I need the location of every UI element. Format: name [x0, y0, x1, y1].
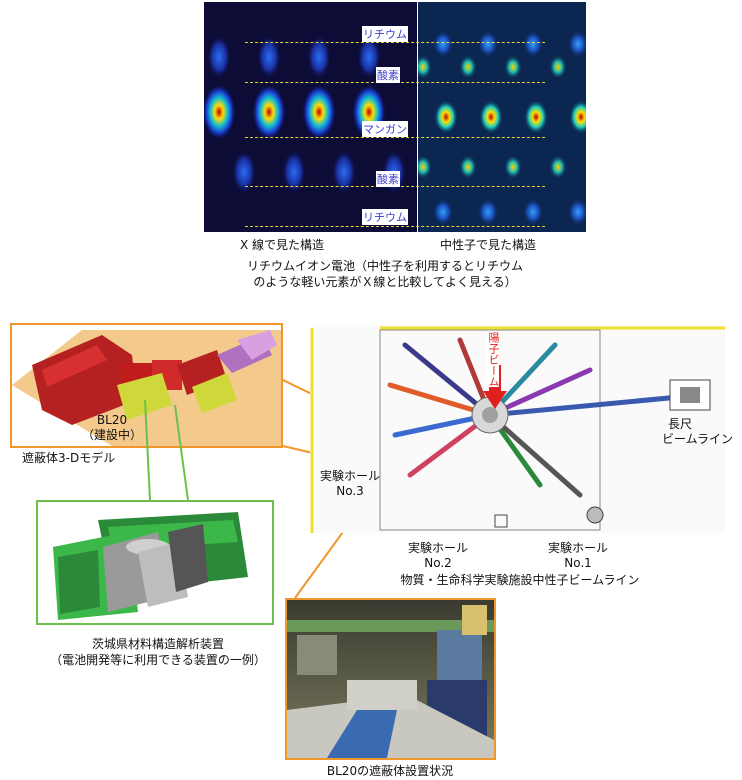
xray-caption: X 線で見た構造	[240, 238, 325, 252]
facility-caption: 物質・生命科学実験施設中性子ビームライン	[400, 573, 640, 587]
dashed-line-lithium-bottom	[245, 226, 545, 227]
long-beamline-label-line2: ビームライン	[661, 432, 734, 446]
hall3-label-line2: No.3	[336, 484, 364, 498]
hall3-label-line1: 実験ホール	[319, 469, 380, 483]
hall2-label-line1: 実験ホール	[407, 541, 468, 555]
neutron-caption: 中性子で見た構造	[440, 238, 537, 252]
layer-label-lithium-top: リチウム	[362, 26, 408, 42]
bl20-installation-photo	[285, 598, 496, 760]
shield-model-frame: BL20 （建設中）	[10, 323, 283, 448]
hall2-label-line2: No.2	[424, 556, 452, 570]
long-beamline-label-line1: 長尺	[667, 417, 692, 431]
proton-beam-label: 陽子ビーム	[487, 332, 500, 387]
dashed-line-manganese	[245, 137, 545, 138]
neutron-heatmap-image	[418, 2, 586, 232]
battery-caption-line2: のような軽い元素がＸ線と比較してよく見える）	[253, 275, 517, 289]
dashed-line-lithium-top	[245, 42, 545, 43]
device-frame	[36, 500, 274, 625]
layer-label-oxygen-bottom: 酸素	[376, 171, 400, 187]
device-caption-line1: 茨城県材料構造解析装置	[91, 637, 224, 651]
device-3d-image	[53, 512, 248, 620]
shield-model-caption: 遮蔽体3-Dモデル	[22, 451, 116, 465]
bl20-photo-image	[287, 600, 494, 758]
layer-label-oxygen-top: 酸素	[376, 67, 400, 83]
bl20-sub-label: （建設中）	[81, 428, 142, 442]
shield-3d-model-image	[12, 330, 281, 446]
facility-map	[300, 325, 725, 533]
battery-caption-line1: リチウムイオン電池（中性子を利用するとリチウム	[246, 259, 523, 273]
neutron-heatmap	[418, 2, 586, 232]
hall1-label-line2: No.1	[564, 556, 592, 570]
facility-map-image	[310, 325, 725, 533]
layer-label-lithium-bottom: リチウム	[362, 209, 408, 225]
layer-label-manganese: マンガン	[362, 121, 408, 137]
photo-caption: BL20の遮蔽体設置状況	[326, 764, 454, 778]
device-caption-line2: （電池開発等に利用できる装置の一例）	[50, 653, 266, 667]
bl20-label: BL20	[96, 413, 128, 427]
hall1-label-line1: 実験ホール	[547, 541, 608, 555]
